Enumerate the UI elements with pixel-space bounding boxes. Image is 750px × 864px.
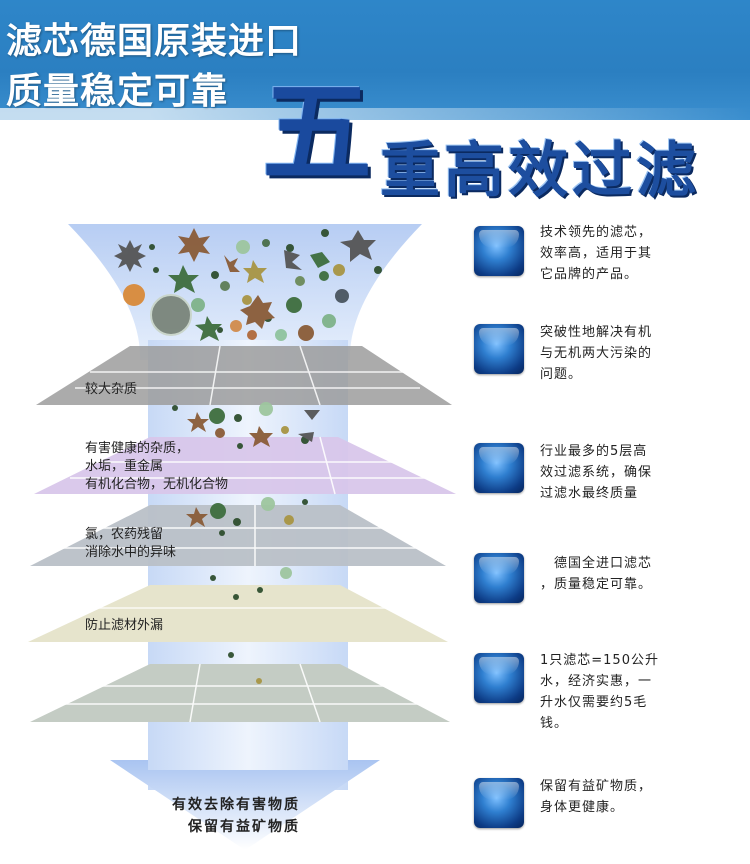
feature-3-line: 效过滤系统，确保	[540, 465, 653, 480]
feature-5-line: 1只滤芯=150公升	[540, 653, 659, 668]
feature-1-text: 技术领先的滤芯， 效率高，适用于其 它品牌的产品。	[540, 222, 740, 285]
feature-4-line: 德国全进口滤芯	[540, 556, 653, 571]
layer-2-line-1: 有害健康的杂质，	[85, 441, 190, 456]
feature-1-line: 它品牌的产品。	[540, 267, 639, 282]
feature-5-line: 水，经济实惠，一	[540, 674, 653, 689]
layer-label-3: 氯，农药残留 消除水中的异味	[85, 526, 176, 562]
header-banner	[0, 0, 750, 120]
bottom-line-1: 有效去除有害物质	[172, 797, 300, 813]
headline-line-1: 滤芯德国原装进口	[6, 21, 303, 62]
filter-layer-3	[30, 505, 446, 566]
layer-2-line-2: 水垢，重金属	[85, 459, 164, 474]
output-arrow	[110, 760, 380, 850]
layer-1-line-1: 较大杂质	[85, 382, 138, 397]
filter-layer-5	[30, 664, 450, 722]
layer-label-4: 防止滤材外漏	[85, 617, 163, 635]
feature-1-icon	[474, 226, 524, 276]
feature-3-line: 过滤水最终质量	[540, 486, 639, 501]
feature-6-icon	[474, 778, 524, 828]
mid-particles	[172, 402, 320, 684]
layer-4-line-1: 防止滤材外漏	[85, 618, 164, 633]
feature-2-line: 问题。	[540, 367, 583, 382]
feature-2-line: 与无机两大污染的	[540, 346, 653, 361]
layer-label-1: 较大杂质	[85, 381, 137, 399]
feature-1-line: 技术领先的滤芯，	[540, 225, 653, 240]
headline-line-2: 质量稳定可靠	[6, 71, 229, 112]
bottom-line-2: 保留有益矿物质	[188, 819, 300, 835]
filter-layer-4	[28, 585, 448, 642]
layer-label-2: 有害健康的杂质， 水垢，重金属 有机化合物，无机化合物	[85, 440, 228, 494]
filter-layer-1	[36, 346, 452, 405]
feature-5-text: 1只滤芯=150公升 水，经济实惠，一 升水仅需要约5毛 钱。	[540, 650, 740, 734]
feature-2-text: 突破性地解决有机 与无机两大污染的 问题。	[540, 322, 740, 385]
feature-3-line: 行业最多的5层高	[540, 444, 648, 459]
feature-4-line: ，质量稳定可靠。	[540, 577, 653, 592]
title-rest: 重高效过滤	[380, 136, 700, 206]
feature-6-text: 保留有益矿物质， 身体更健康。	[540, 776, 740, 818]
feature-5-line: 升水仅需要约5毛	[540, 695, 648, 710]
layer-3-line-2: 消除水中的异味	[85, 545, 177, 560]
layer-2-line-3: 有机化合物，无机化合物	[85, 477, 229, 492]
filter-layer-2	[34, 437, 456, 494]
feature-2-line: 突破性地解决有机	[540, 325, 653, 340]
feature-2-icon	[474, 324, 524, 374]
header-stripe	[0, 108, 750, 134]
title-big-character: 五	[262, 68, 372, 197]
feature-3-text: 行业最多的5层高 效过滤系统，确保 过滤水最终质量	[540, 441, 740, 504]
feature-5-icon	[474, 653, 524, 703]
layer-3-line-1: 氯，农药残留	[85, 527, 164, 542]
feature-6-line: 保留有益矿物质，	[540, 779, 653, 794]
impurity-particles	[114, 228, 382, 341]
feature-5-line: 钱。	[540, 716, 569, 731]
feature-6-line: 身体更健康。	[540, 800, 625, 815]
feature-3-icon	[474, 443, 524, 493]
feature-4-text: 德国全进口滤芯 ，质量稳定可靠。	[540, 553, 740, 595]
feature-4-icon	[474, 553, 524, 603]
feature-1-line: 效率高，适用于其	[540, 246, 653, 261]
filtration-diagram	[28, 224, 456, 850]
